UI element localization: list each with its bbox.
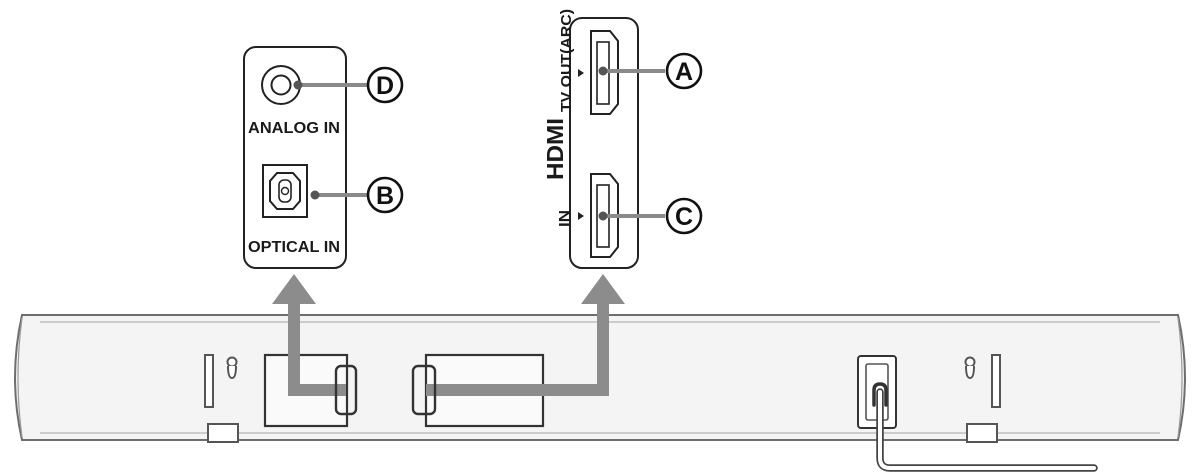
svg-text:A: A xyxy=(675,58,693,86)
analog-in-label: ANALOG IN xyxy=(248,120,340,137)
power-cord-icon xyxy=(857,355,1098,472)
callout-d-leader xyxy=(293,80,368,90)
right-mount-slot xyxy=(991,354,1001,408)
left-up-arrow xyxy=(272,274,346,396)
callout-a-leader xyxy=(598,66,665,76)
right-foot xyxy=(966,423,998,443)
callout-c: C xyxy=(665,197,703,235)
tv-out-direction-icon xyxy=(578,69,584,77)
callout-b-leader xyxy=(310,190,368,200)
svg-text:B: B xyxy=(376,182,394,210)
svg-text:C: C xyxy=(675,203,693,231)
callout-c-leader xyxy=(598,211,665,221)
up-arrow-icon xyxy=(581,274,625,304)
right-up-arrow xyxy=(426,274,625,396)
in-direction-icon xyxy=(578,212,584,220)
hdmi-port-icon xyxy=(590,173,619,258)
optical-port-icon xyxy=(262,164,308,218)
svg-text:D: D xyxy=(376,72,394,100)
callout-a: A xyxy=(665,52,703,90)
callout-d: D xyxy=(366,66,404,104)
analog-jack-icon xyxy=(261,65,301,105)
left-connector-panel: ANALOG IN OPTICAL IN xyxy=(243,46,347,269)
left-connector-highlight xyxy=(334,364,358,416)
left-mount-slot xyxy=(204,354,214,408)
up-arrow-icon xyxy=(272,274,316,304)
in-label: IN xyxy=(556,210,573,227)
right-connector-panel xyxy=(569,17,639,269)
left-foot xyxy=(207,423,239,443)
callout-b: B xyxy=(366,176,404,214)
keyhole-icon xyxy=(964,356,976,380)
keyhole-icon xyxy=(226,356,238,380)
optical-in-label: OPTICAL IN xyxy=(248,239,340,256)
center-connector-highlight xyxy=(411,364,437,416)
hdmi-label: HDMI xyxy=(542,118,568,180)
tv-out-label: TV OUT(ARC) xyxy=(559,9,575,112)
